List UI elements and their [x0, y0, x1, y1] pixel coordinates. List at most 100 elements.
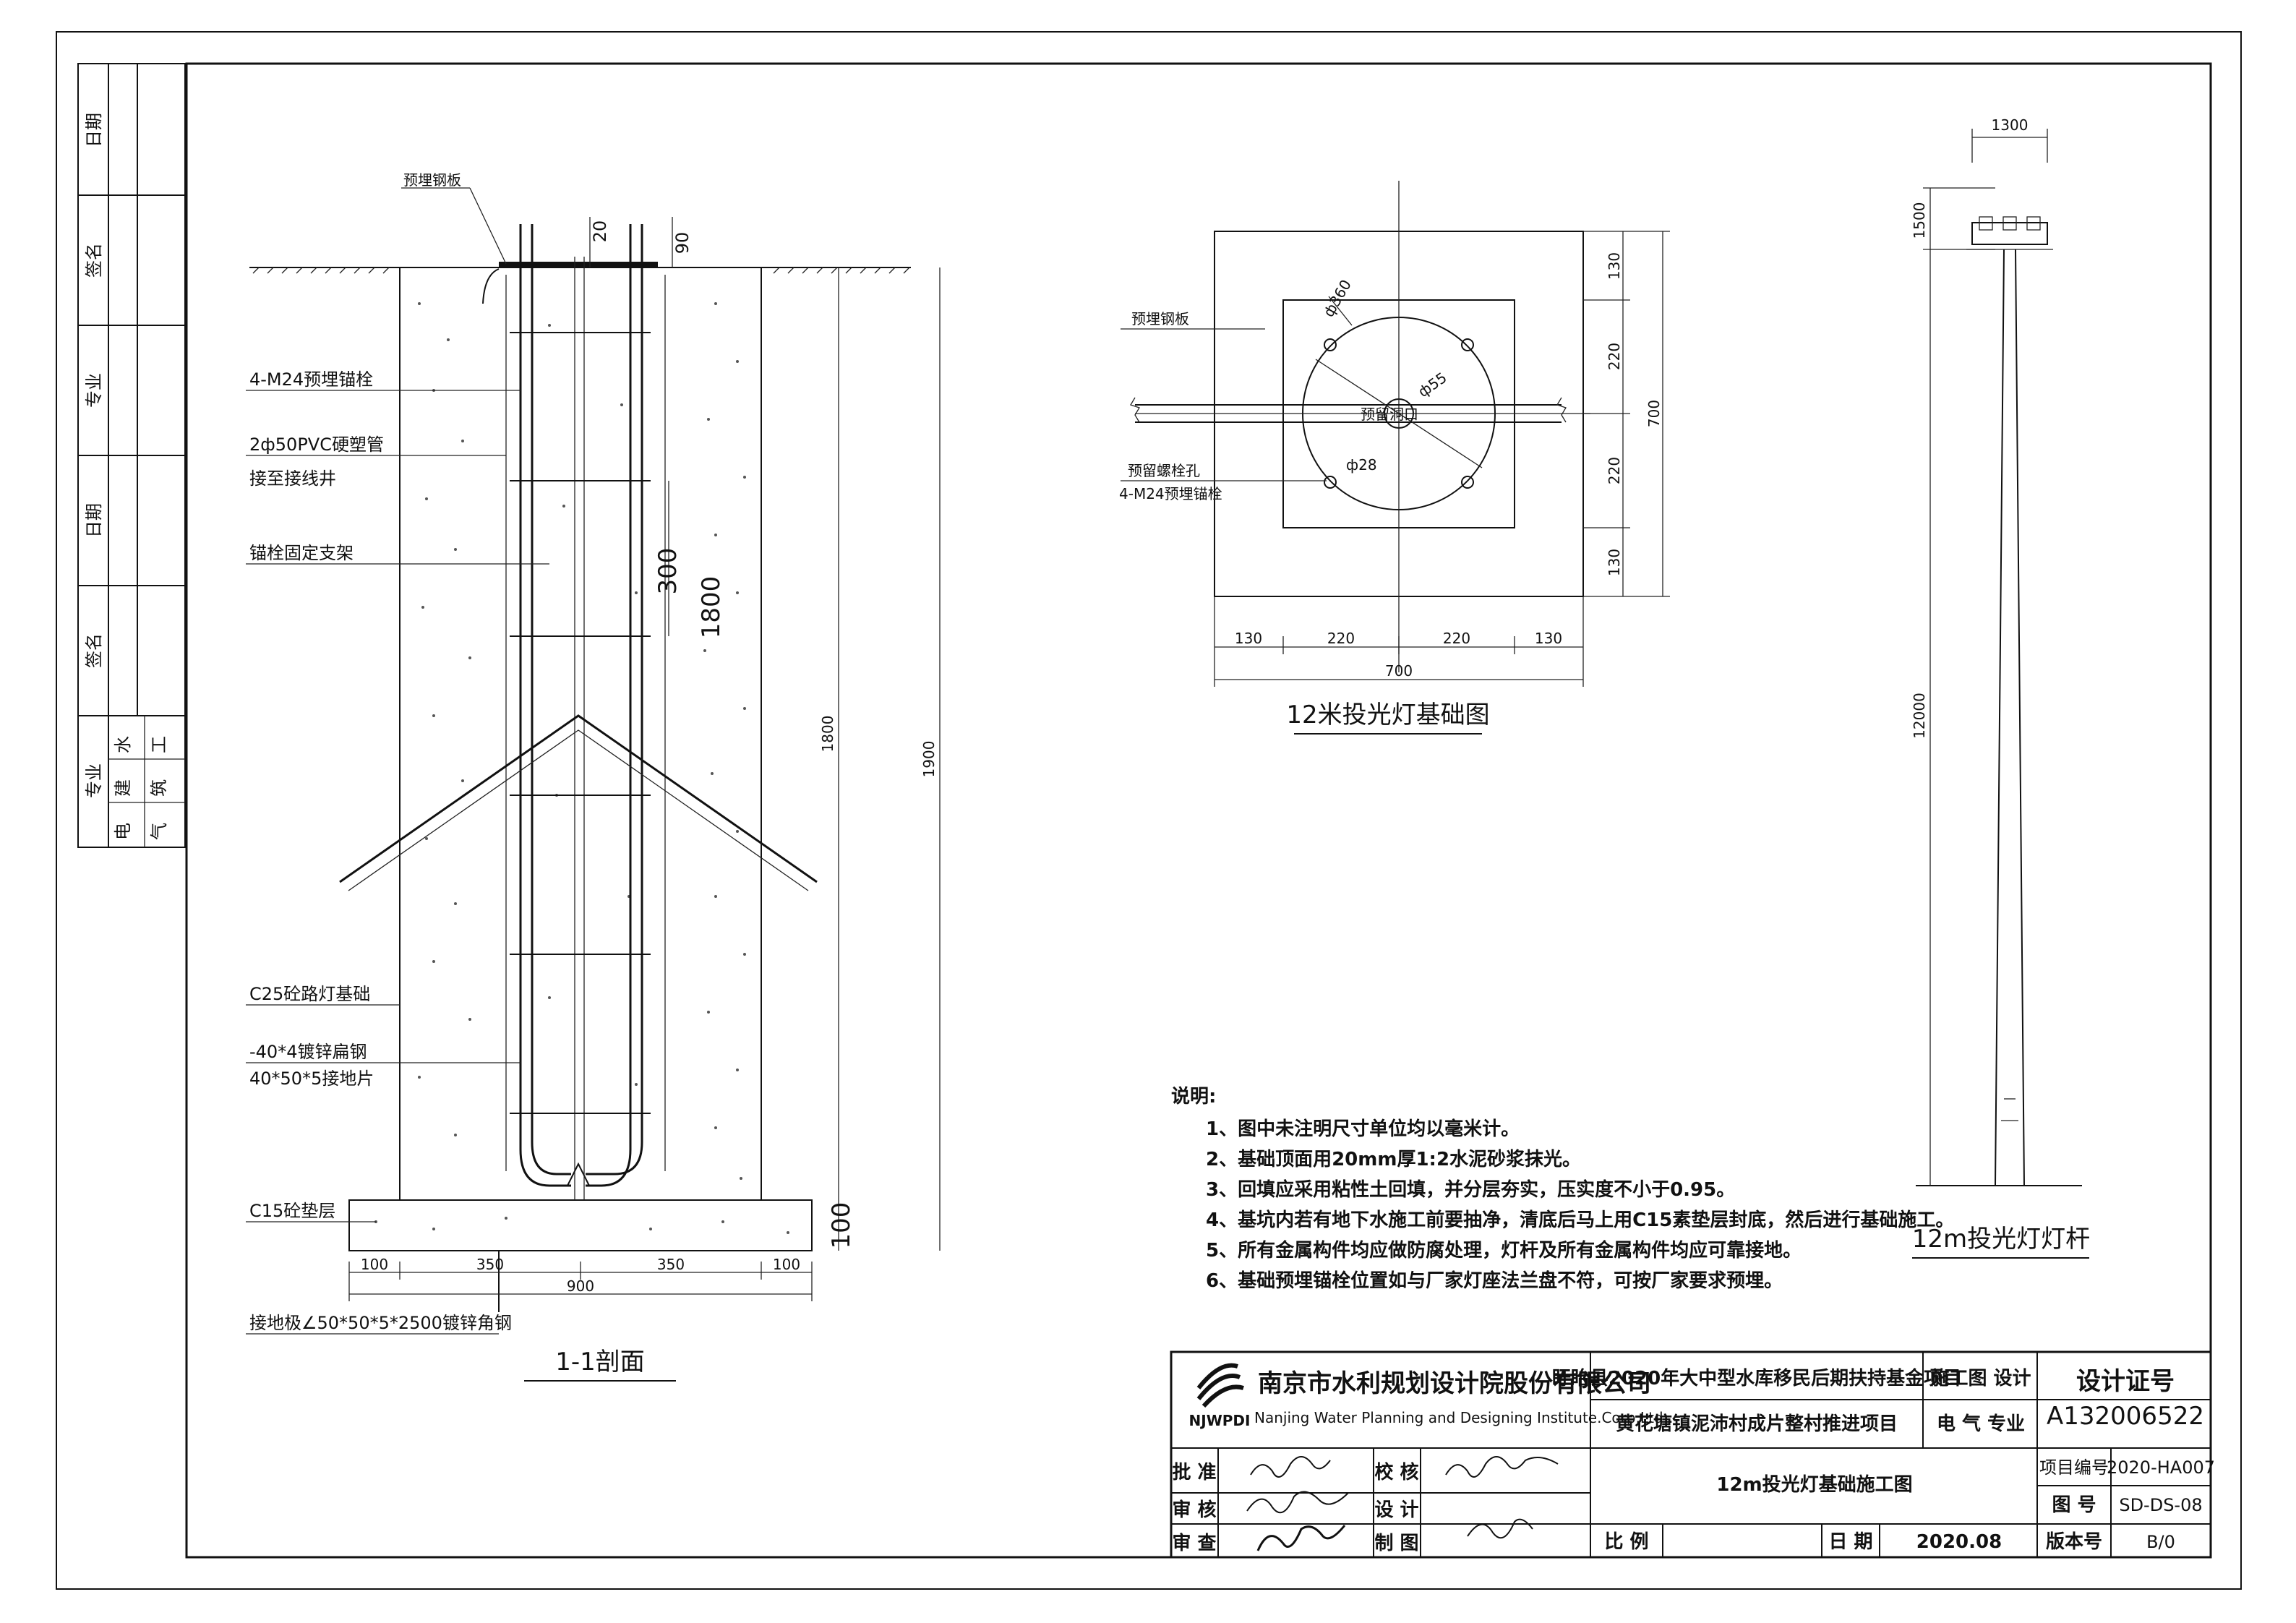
c25-foundation-outline: [399, 267, 762, 1201]
label-plan-bolt-hole: 预留螺栓孔: [1128, 462, 1200, 479]
dim-c130a: 130: [1235, 630, 1262, 647]
pole-title: 12m投光灯灯杆: [1912, 1225, 2090, 1254]
version-label: 版本号: [2045, 1531, 2102, 1553]
signature-approve: [1250, 1456, 1331, 1478]
dim-w1300: 1300: [1992, 116, 2029, 134]
note-4: 4、基坑内若有地下水施工前要抽净，清底后马上用C15素垫层封底，然后进行基础施工…: [1206, 1209, 1954, 1231]
dim-h12000: 12000: [1911, 693, 1928, 739]
design-stage: 施工图 设计: [1930, 1367, 2031, 1389]
note-5: 5、所有金属构件均应做防腐处理，灯杆及所有金属构件均应可靠接地。: [1206, 1239, 1802, 1262]
fig-no-label: 图 号: [2052, 1494, 2096, 1516]
notes-header: 说明:: [1171, 1086, 1216, 1108]
fig-no-value: SD-DS-08: [2119, 1495, 2202, 1515]
dim-r700: 700: [1645, 400, 1663, 427]
label-grounding-angle: 接地极∠50*50*5*2500镀锌角钢: [249, 1313, 512, 1333]
dim-b900: 900: [567, 1277, 594, 1295]
strip-disc-arch: 筑: [149, 779, 169, 797]
dim-r220a: 220: [1606, 343, 1623, 370]
dim-r130a: 130: [1606, 252, 1623, 280]
dim-b350b: 350: [657, 1256, 685, 1273]
title-block: NJWPDI 南京市水利规划设计院股份有限公司 Nanjing Water Pl…: [1170, 1350, 2215, 1559]
section-title: 1-1剖面: [555, 1348, 645, 1376]
anchor-bolt-right: [586, 224, 632, 1187]
drawing-title: 12m投光灯基础施工图: [1716, 1473, 1912, 1496]
dim-top-20: 20: [590, 220, 610, 243]
grounding-steel-v: [339, 714, 818, 883]
note-6: 6、基础预埋锚栓位置如与厂家灯座法兰盘不符，可按厂家要求预埋。: [1206, 1269, 1783, 1292]
strip-disc-elec: 电: [113, 823, 133, 840]
label-pvc-pipe-to-well: 接至接线井: [249, 468, 336, 489]
company-name-cn: 南京市水利规划设计院股份有限公司: [1258, 1369, 1651, 1398]
role-check: 校 核: [1374, 1461, 1418, 1483]
svg-text:NJWPDI: NJWPDI: [1189, 1412, 1251, 1429]
dim-c700: 700: [1385, 662, 1413, 680]
signature-design: [1467, 1518, 1533, 1539]
dim-spacing-300: 300: [654, 548, 682, 595]
cert-number: A132006522: [2047, 1402, 2204, 1431]
strip-label-date1: 日期: [84, 113, 104, 147]
dim-top-90: 90: [672, 232, 693, 254]
label-galvanized-flat-steel: -40*4镀锌扁钢: [249, 1042, 367, 1062]
note-2: 2、基础顶面用20mm厚1:2水泥砂浆抹光。: [1206, 1148, 1581, 1170]
role-approve: 批 准: [1172, 1462, 1216, 1483]
njwpdi-logo: NJWPDI: [1189, 1363, 1251, 1429]
date-value: 2020.08: [1916, 1531, 2002, 1553]
strip-disc-header: 专业: [84, 763, 104, 798]
dim-c130b: 130: [1535, 630, 1562, 647]
note-1: 1、图中未注明尺寸单位均以毫米计。: [1206, 1118, 1520, 1140]
inner-border: [185, 62, 2212, 1559]
proj-no-value: 2020-HA007: [2107, 1457, 2215, 1478]
scale-label: 比 例: [1604, 1531, 1648, 1553]
label-plan-plate: 预埋钢板: [1131, 310, 1189, 327]
project-name-1: 盱眙县2020年大中型水库移民后期扶持基金项目: [1552, 1367, 1961, 1389]
dim-inner-1800: 1800: [697, 576, 726, 639]
date-label: 日 期: [1828, 1531, 1872, 1553]
version-value: B/0: [2146, 1532, 2175, 1552]
label-cable-opening: 预留洞口: [1361, 406, 1418, 423]
label-plan-bolts: 4-M24预埋锚栓: [1119, 485, 1222, 502]
light-pole-elevation: 1300 1500 12000 12m投光灯灯杆: [1911, 116, 2090, 1259]
label-c15-pad: C15砼垫层: [249, 1201, 335, 1221]
dim-b100b: 100: [773, 1256, 800, 1273]
label-c25-foundation: C25砼路灯基础: [249, 984, 370, 1004]
proj-no-label: 项目编号: [2039, 1457, 2109, 1478]
project-name-2: 黄花塘镇泥沛村成片整村推进项目: [1616, 1413, 1898, 1435]
role-audit: 审 查: [1172, 1532, 1216, 1554]
c15-pad-outline: [348, 1199, 813, 1251]
dim-c220a: 220: [1327, 630, 1355, 647]
label-bolt-frame: 锚栓固定支架: [249, 543, 354, 563]
discipline: 电 气 专业: [1937, 1413, 2025, 1435]
dim-d55: ф55: [1415, 369, 1450, 401]
notes: 说明: 1、图中未注明尺寸单位均以毫米计。 2、基础顶面用20mm厚1:2水泥砂…: [1171, 1086, 1954, 1292]
strip-disc-water: 水: [113, 736, 133, 753]
strip-disc-gas: 气: [149, 823, 169, 840]
dim-d360: ф360: [1320, 277, 1355, 320]
dim-b350a: 350: [476, 1256, 504, 1273]
dim-1900: 1900: [920, 741, 938, 778]
left-signature-strip: 日期 签名 专业 日期 签名 专业 水 工 建 筑 电 气: [77, 63, 186, 848]
plan-title: 12米投光灯基础图: [1286, 701, 1489, 729]
section-1-1: 20 90 300 1800 1800 1900 100 100 350 350…: [246, 171, 941, 1382]
strip-disc-build: 建: [113, 779, 133, 797]
strip-label-sign2: 签名: [84, 633, 104, 668]
strip-label-date2: 日期: [84, 503, 104, 538]
label-anchor-bolts: 4-M24预埋锚栓: [249, 369, 373, 390]
label-grounding-plate: 40*50*5接地片: [249, 1069, 374, 1089]
label-embedded-plate: 预埋钢板: [403, 171, 461, 189]
role-draw: 制 图: [1374, 1533, 1418, 1554]
signature-review: [1246, 1491, 1349, 1514]
dim-d28: ф28: [1346, 456, 1377, 474]
note-3: 3、回填应采用粘性土回填，并分层夯实，压实度不小于0.95。: [1206, 1178, 1735, 1201]
dim-c220b: 220: [1443, 630, 1470, 647]
foundation-plan: ф360 ф55 ф28 预留洞口 预埋钢板 预留螺栓孔 4-M24预埋锚栓 1…: [1119, 181, 1670, 735]
strip-label-sign1: 签名: [84, 243, 104, 278]
dim-1800: 1800: [819, 716, 836, 753]
strip-label-prof: 专业: [84, 373, 104, 408]
pole-shaft: [1995, 249, 2025, 1186]
role-review: 审 核: [1172, 1499, 1216, 1521]
label-pvc-pipe: 2ф50PVC硬塑管: [249, 434, 384, 455]
dim-b100a: 100: [361, 1256, 388, 1273]
cert-label: 设计证号: [2076, 1367, 2175, 1396]
signature-check: [1445, 1456, 1559, 1478]
